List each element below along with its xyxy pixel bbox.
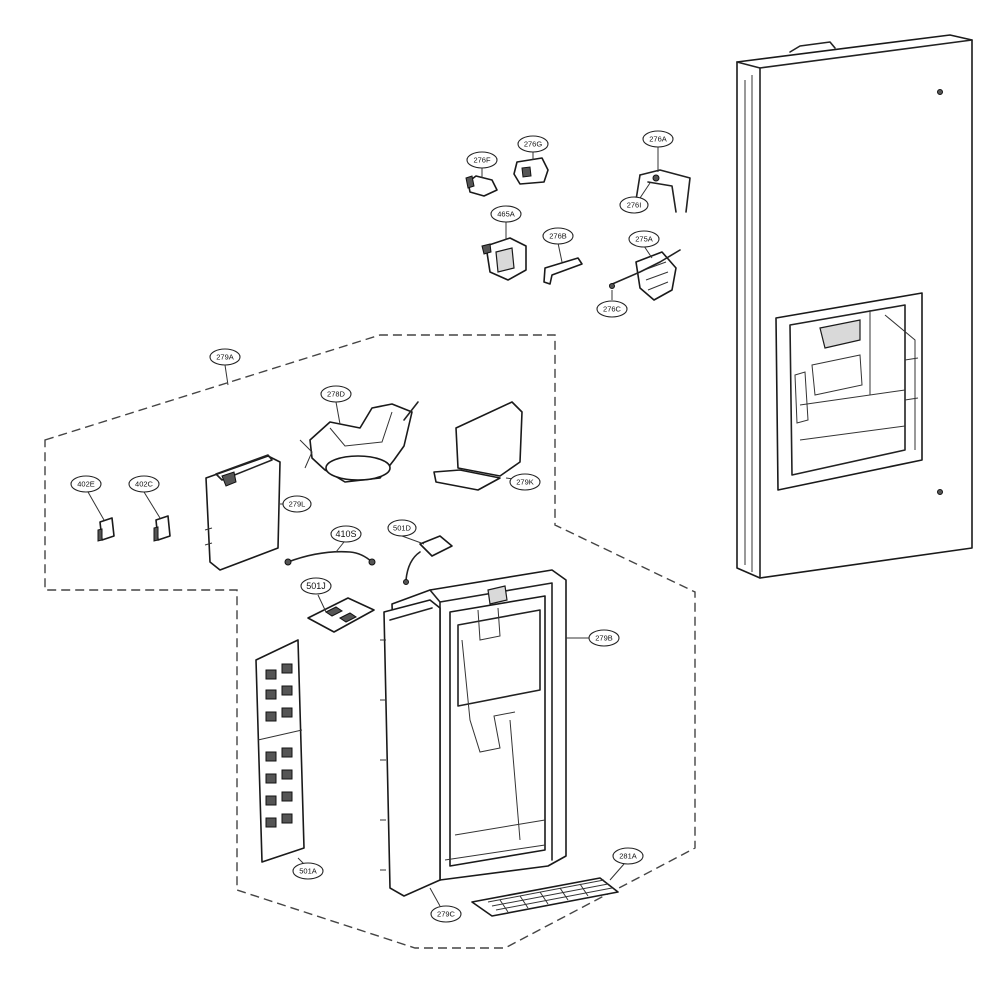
callout-281A: 281A xyxy=(612,847,644,865)
control-panel-501A xyxy=(255,639,307,867)
part-275A xyxy=(609,245,681,301)
label-276C: 276C xyxy=(603,305,622,314)
part-278D xyxy=(299,401,419,483)
part-501J xyxy=(307,594,375,633)
drip-tray-281A xyxy=(471,863,625,917)
refrigerator-door xyxy=(736,34,973,579)
callout-279B: 279B xyxy=(588,629,620,647)
label-279K: 279K xyxy=(516,478,534,487)
assembly-279A-boundary xyxy=(44,334,696,949)
label-402C: 402C xyxy=(135,480,154,489)
part-402E xyxy=(87,491,115,542)
part-276F xyxy=(465,167,498,197)
callout-402E: 402E xyxy=(70,475,102,493)
label-275A: 275A xyxy=(635,235,653,244)
callout-501D: 501D xyxy=(387,519,417,537)
label-276G: 276G xyxy=(524,140,543,149)
callout-275A: 275A xyxy=(628,230,660,248)
label-501J: 501J xyxy=(306,581,326,591)
part-279K xyxy=(433,401,523,491)
label-276I: 276I xyxy=(627,201,642,210)
label-276A: 276A xyxy=(649,135,667,144)
part-276B xyxy=(543,242,583,285)
label-501D: 501D xyxy=(393,524,412,533)
label-279A: 279A xyxy=(216,353,234,362)
callout-276G: 276G xyxy=(517,135,549,153)
callout-276B: 276B xyxy=(542,227,574,245)
callout-279K: 279K xyxy=(509,473,541,491)
callout-501J: 501J xyxy=(300,577,332,595)
callout-279L: 279L xyxy=(282,495,312,513)
callout-279C: 279C xyxy=(430,905,462,923)
callout-276C: 276C xyxy=(596,300,628,318)
part-402C xyxy=(143,491,171,542)
callout-279A: 279A xyxy=(209,348,241,386)
label-281A: 281A xyxy=(619,852,637,861)
label-276B: 276B xyxy=(549,232,567,241)
part-465A xyxy=(481,222,527,281)
part-279L xyxy=(204,454,288,571)
label-279C: 279C xyxy=(437,910,456,919)
dispenser-housing-279B xyxy=(380,569,590,907)
callout-501A: 501A xyxy=(292,862,324,880)
part-276A xyxy=(635,146,691,213)
label-279L: 279L xyxy=(289,500,306,509)
label-465A: 465A xyxy=(497,210,515,219)
label-279B: 279B xyxy=(595,634,613,643)
label-501A: 501A xyxy=(299,867,317,876)
callout-402C: 402C xyxy=(128,475,160,493)
label-276F: 276F xyxy=(473,156,491,165)
callout-278D: 278D xyxy=(320,385,352,403)
label-410S: 410S xyxy=(335,529,356,539)
label-278D: 278D xyxy=(327,390,346,399)
part-276G xyxy=(513,151,549,185)
part-410S xyxy=(284,541,376,566)
label-402E: 402E xyxy=(77,480,95,489)
callout-276A: 276A xyxy=(642,130,674,148)
callout-276I: 276I xyxy=(619,196,649,214)
part-501D xyxy=(401,535,453,585)
callout-276F: 276F xyxy=(466,151,498,169)
callout-465A: 465A xyxy=(490,205,522,223)
callout-410S: 410S xyxy=(330,525,362,543)
